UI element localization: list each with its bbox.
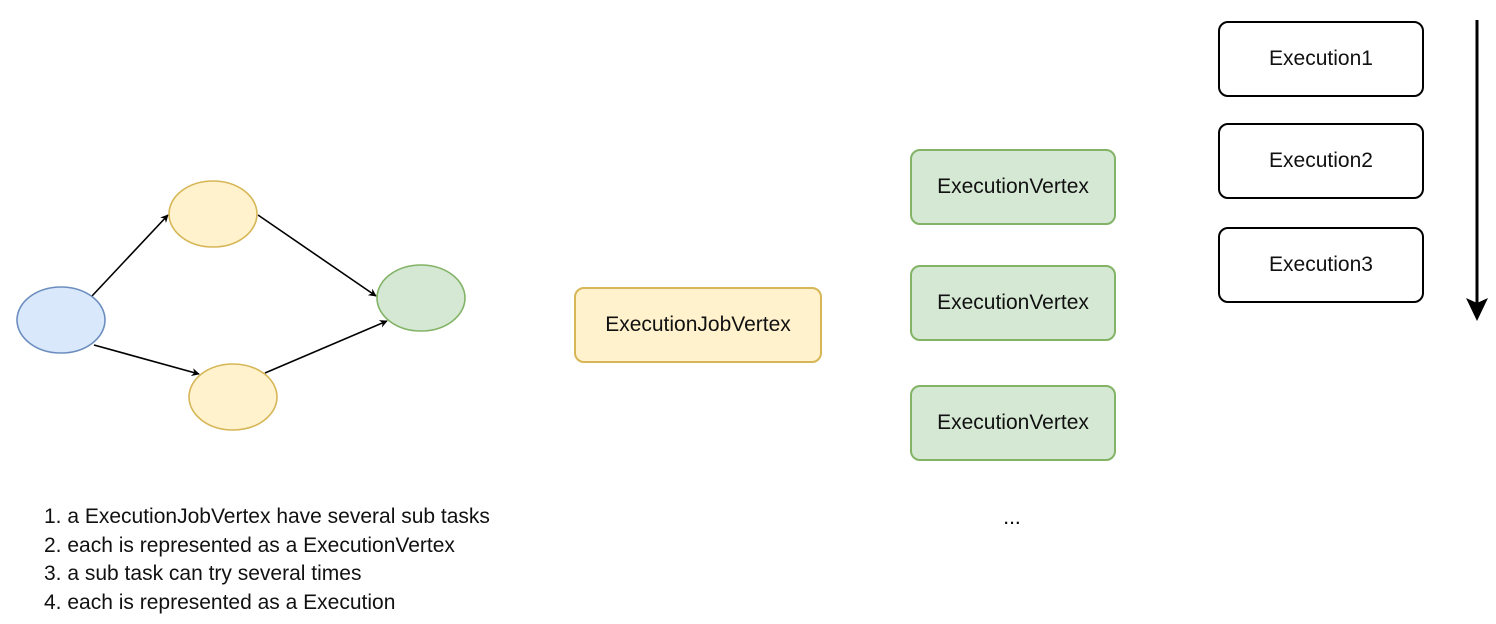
upper-task-node [168,180,258,248]
execution-vertex-box: ExecutionVertex [910,385,1116,461]
sink-node [376,264,466,332]
more-vertices-ellipsis: ... [1003,506,1021,529]
source-node [16,286,106,354]
execution-label: Execution1 [1269,47,1373,70]
edge-source-to-upper [91,214,169,297]
execution-vertex-box: ExecutionVertex [910,149,1116,225]
note-item: 2. each is represented as a ExecutionVer… [44,533,455,557]
execution-vertex-box: ExecutionVertex [910,265,1116,341]
execution-vertex-label: ExecutionVertex [937,291,1089,314]
lower-task-node [188,363,278,431]
note-item: 3. a sub task can try several times [44,562,362,585]
note-item: 4. each is represented as a Execution [44,590,396,614]
notes-list: 1. a ExecutionJobVertex have several sub… [44,503,490,617]
edge-source-to-lower [93,344,200,376]
execution-vertex-label: ExecutionVertex [937,175,1089,198]
execution-vertex-label: ExecutionVertex [937,411,1089,434]
execution-label: Execution3 [1269,253,1373,276]
attempt-order-arrowhead [1466,298,1488,321]
execution-job-vertex-box: ExecutionJobVertex [574,287,822,363]
execution-label: Execution2 [1269,149,1373,172]
edge-upper-to-sink [257,214,377,297]
note-item: 1. a ExecutionJobVertex have several sub… [44,505,490,528]
execution-box: Execution2 [1218,123,1424,199]
edge-lower-to-sink [264,320,388,374]
execution-job-vertex-label: ExecutionJobVertex [605,313,791,336]
execution-box: Execution3 [1218,227,1424,303]
execution-box: Execution1 [1218,21,1424,97]
